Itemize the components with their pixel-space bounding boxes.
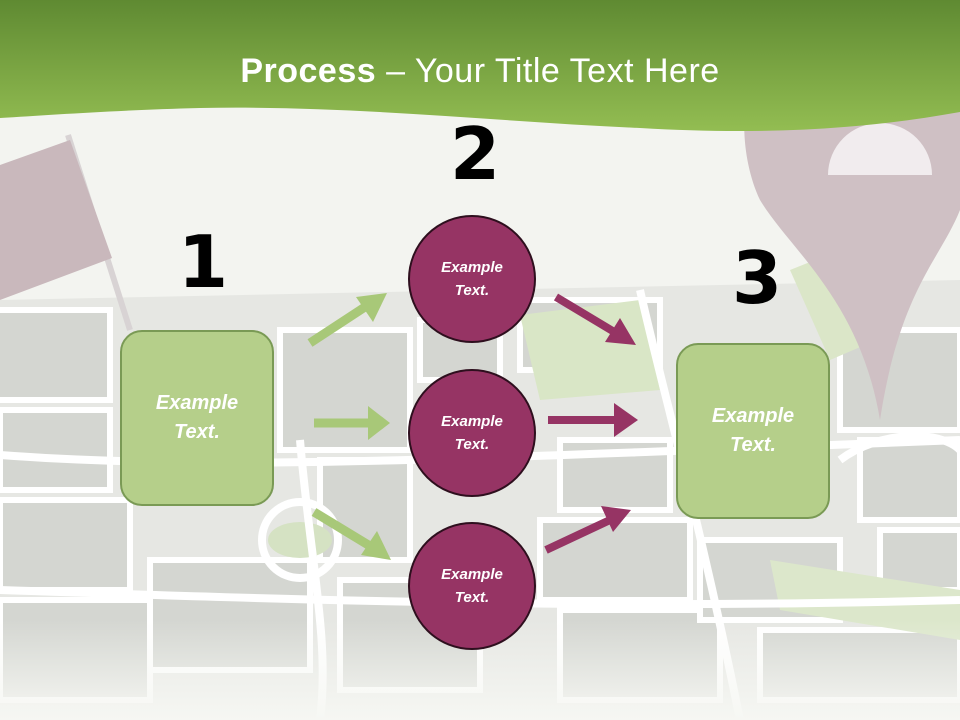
magenta-arrow-right xyxy=(548,403,638,437)
step-2-circle-3-text: Example Text. xyxy=(441,565,503,606)
step-2-number: 2 xyxy=(450,112,501,196)
green-arrow-right xyxy=(314,406,390,440)
title-bold: Process xyxy=(240,52,377,90)
step-3-number: 3 xyxy=(732,236,783,320)
green-arrow-down xyxy=(311,508,391,560)
green-arrow-up xyxy=(307,293,387,347)
step-3-box: Example Text. xyxy=(676,343,830,519)
magenta-arrow-down xyxy=(553,293,636,345)
step-2-circle-2-text: Example Text. xyxy=(441,412,503,453)
step-2-circle-1-text: Example Text. xyxy=(441,258,503,299)
step-1-box: Example Text. xyxy=(120,330,274,506)
step-1-text: Example Text. xyxy=(155,392,239,443)
step-2-circle-3: Example Text. xyxy=(408,522,536,650)
title-rest: – Your Title Text Here xyxy=(376,52,720,90)
step-2-circle-1: Example Text. xyxy=(408,215,536,343)
step-2-circle-2: Example Text. xyxy=(408,369,536,497)
page-title: Process – Your Title Text Here xyxy=(0,52,960,91)
step-3-text: Example Text. xyxy=(711,405,795,456)
step-1-number: 1 xyxy=(178,220,229,304)
magenta-arrow-up xyxy=(544,506,631,554)
